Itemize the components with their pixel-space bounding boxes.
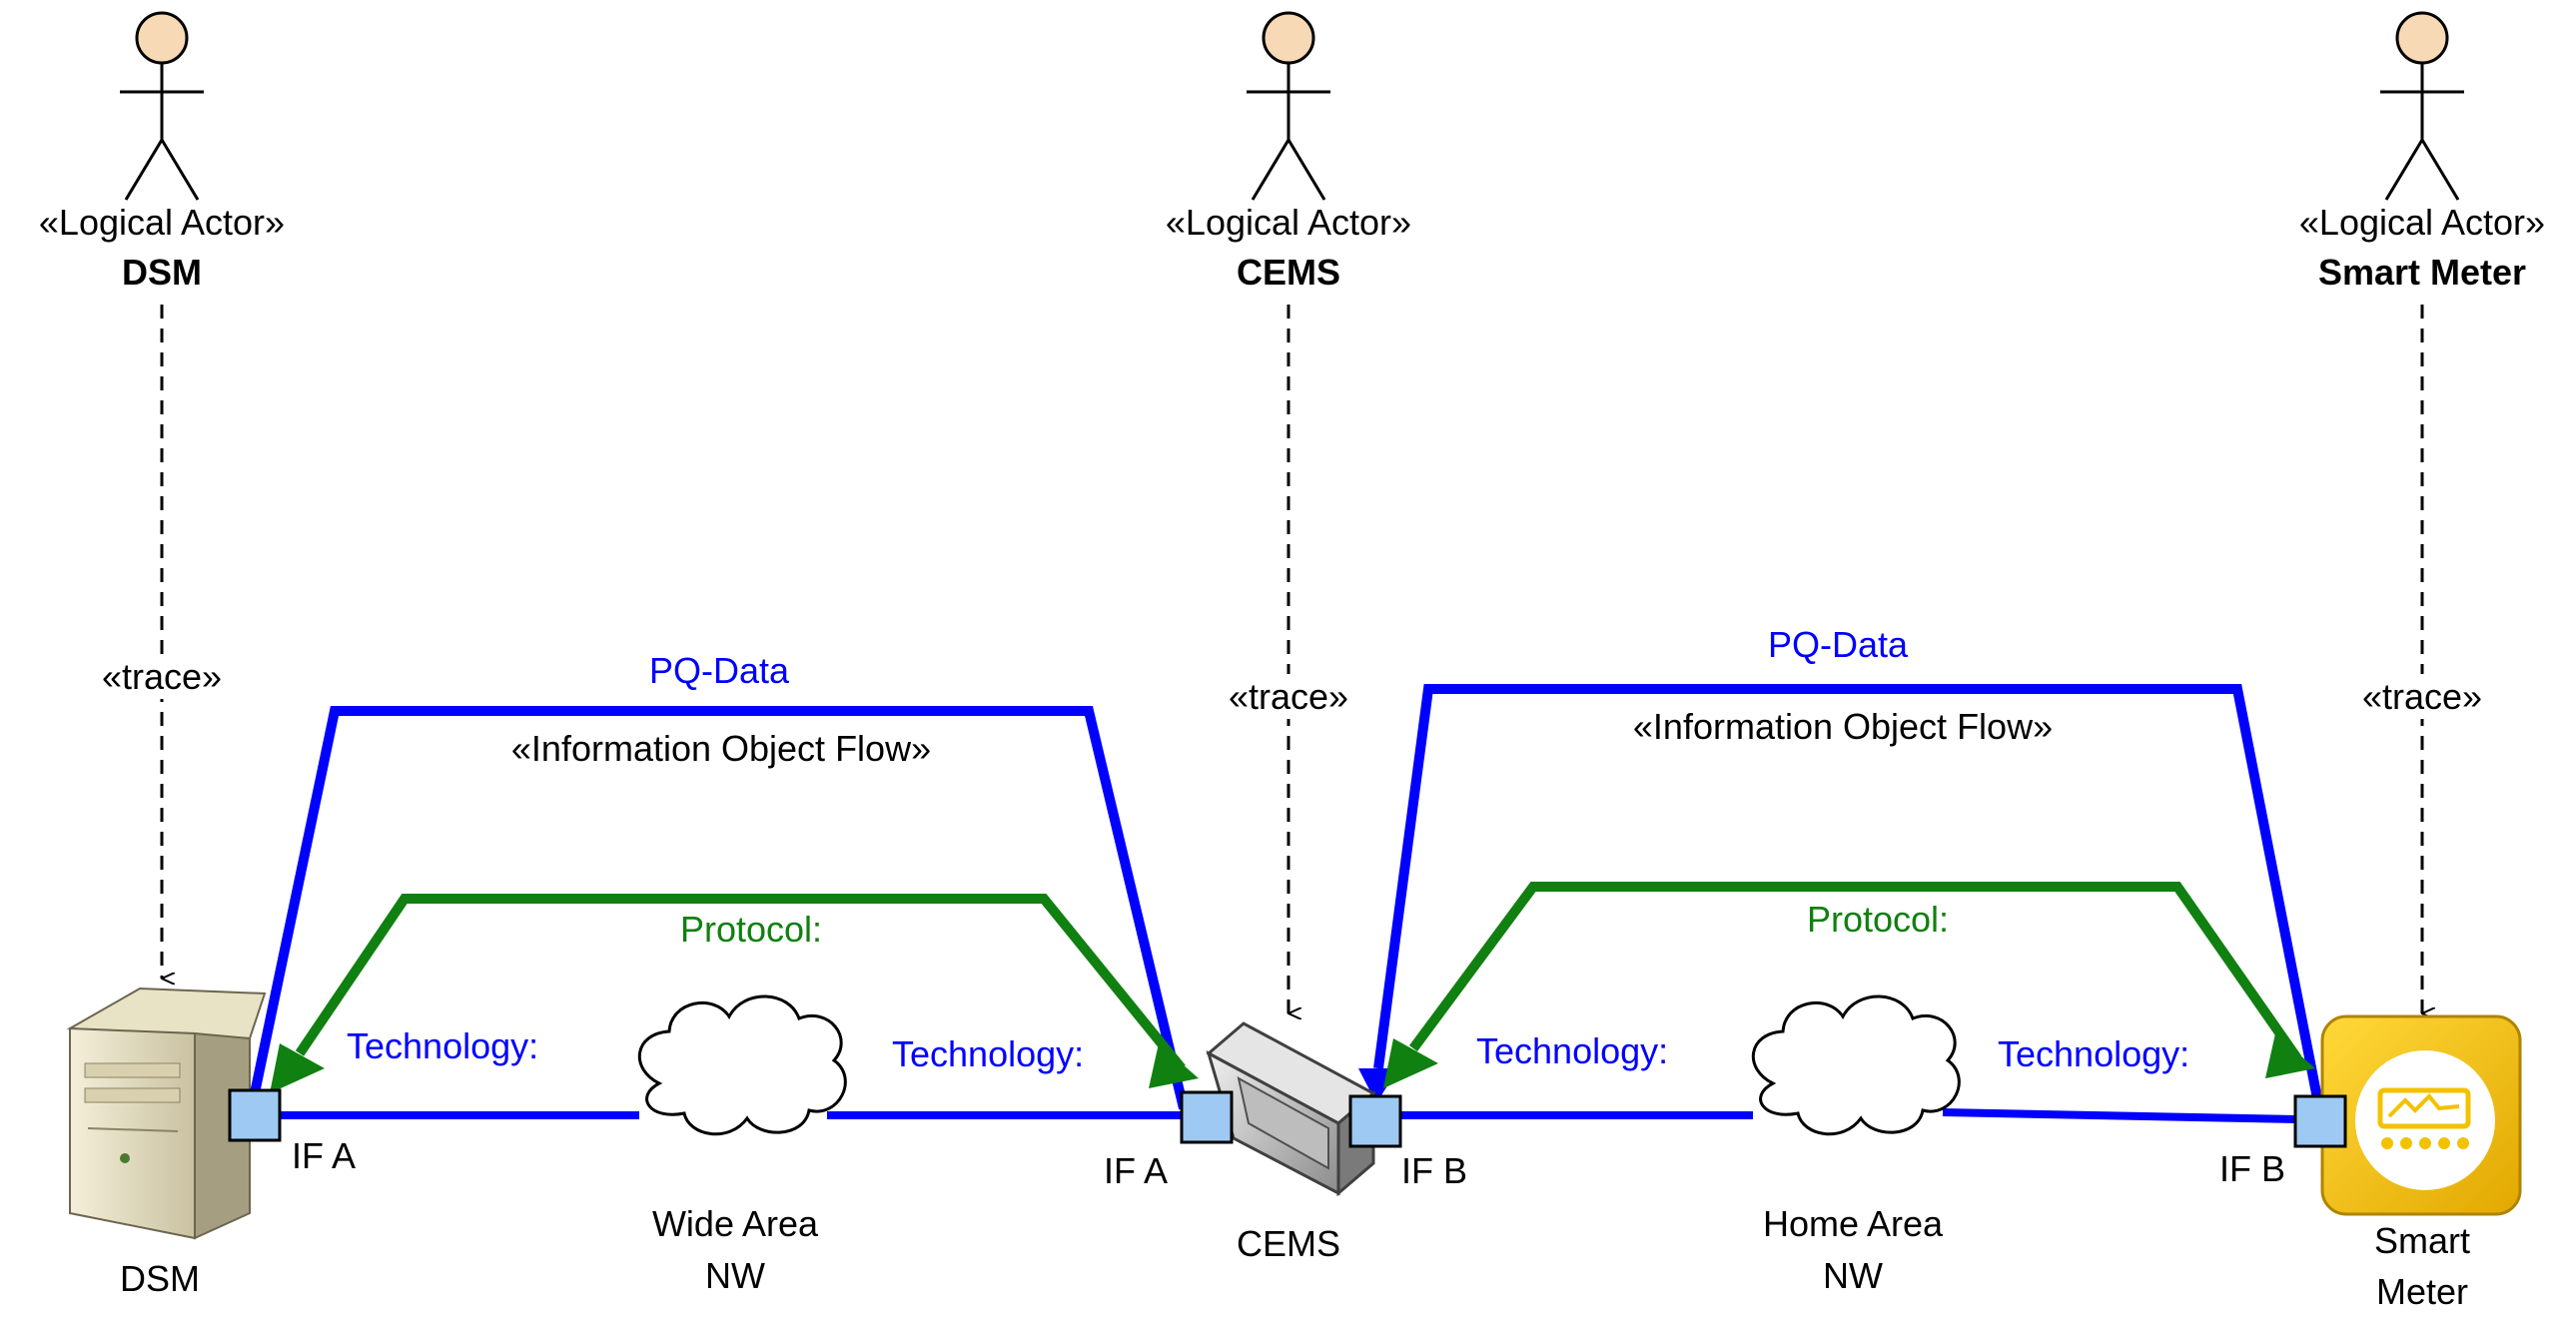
- protocol-arrowhead: [1383, 1038, 1438, 1088]
- actor-name: DSM: [122, 252, 202, 293]
- trace-label: «trace»: [1229, 676, 1348, 717]
- protocol-flow-line: [295, 894, 1186, 1072]
- actor-stereotype: «Logical Actor»: [39, 202, 285, 243]
- actor-dsm: «Logical Actor» DSM «trace»: [39, 11, 285, 979]
- cems-device-icon: [1206, 1021, 1376, 1197]
- actor-figure-icon: [2380, 11, 2464, 201]
- cloud-icon: [637, 995, 847, 1136]
- protocol-arrowhead: [2265, 1033, 2315, 1078]
- port-cems-if-a[interactable]: [1180, 1090, 1234, 1144]
- node-label-line2: Meter: [2376, 1271, 2468, 1312]
- smart-meter-node[interactable]: Smart Meter: [2320, 1014, 2522, 1312]
- link-han-meter: [1942, 1108, 2298, 1123]
- cloud-icon: [1751, 995, 1961, 1136]
- protocol-label: Protocol:: [680, 909, 822, 950]
- pq-data-label: PQ-Data: [1768, 624, 1909, 665]
- trace-label-bg: [95, 654, 230, 699]
- wide-area-network[interactable]: Wide Area NW: [637, 995, 847, 1296]
- actor-figure-icon: [1247, 11, 1330, 201]
- interface-ports: IF A IF A IF B IF B: [228, 1088, 2347, 1191]
- technology-label: Technology:: [1476, 1030, 1668, 1071]
- flow-stereotype-label: «Information Object Flow»: [1633, 706, 2053, 747]
- port-label: IF B: [2219, 1148, 2285, 1189]
- port-dsm-if-a[interactable]: [228, 1088, 282, 1142]
- trace-label: «trace»: [2362, 676, 2482, 717]
- flow-stereotype-label: «Information Object Flow»: [511, 728, 931, 769]
- port-label: IF B: [1401, 1150, 1467, 1191]
- network-label-line2: NW: [1823, 1255, 1883, 1296]
- network-links: [275, 1108, 2298, 1123]
- technology-label: Technology:: [347, 1025, 538, 1066]
- actor-figure-icon: [120, 11, 204, 201]
- node-label: DSM: [120, 1258, 200, 1299]
- pq-data-label: PQ-Data: [649, 650, 790, 691]
- node-label-line1: Smart: [2374, 1220, 2470, 1261]
- information-object-flow-left: PQ-Data «Information Object Flow» Protoc…: [240, 650, 1199, 1128]
- smart-meter-icon: [2320, 1014, 2522, 1216]
- port-cems-if-b[interactable]: [1348, 1094, 1402, 1148]
- node-label: CEMS: [1237, 1223, 1340, 1264]
- actor-smart-meter: «Logical Actor» Smart Meter «trace»: [2299, 11, 2545, 1013]
- port-meter-if-b[interactable]: [2293, 1094, 2347, 1148]
- server-icon: [66, 987, 267, 1240]
- dsm-server-node[interactable]: DSM: [66, 987, 267, 1299]
- port-label: IF A: [292, 1135, 356, 1176]
- information-object-flow-right: PQ-Data «Information Object Flow» Protoc…: [1358, 624, 2322, 1103]
- cems-node[interactable]: CEMS: [1206, 1021, 1376, 1264]
- technology-label: Technology:: [892, 1033, 1084, 1074]
- pq-data-flow-line: [1373, 684, 2322, 1099]
- home-area-network[interactable]: Home Area NW: [1751, 995, 1961, 1296]
- protocol-arrowhead: [270, 1043, 325, 1093]
- network-label-line2: NW: [705, 1255, 765, 1296]
- actor-stereotype: «Logical Actor»: [1166, 202, 1411, 243]
- network-label-line1: Home Area: [1763, 1203, 1944, 1244]
- trace-label-bg: [1221, 674, 1355, 719]
- actor-stereotype: «Logical Actor»: [2299, 202, 2545, 243]
- technology-label: Technology:: [1998, 1033, 2189, 1074]
- protocol-flow-line: [1408, 882, 2302, 1061]
- trace-label-bg: [2354, 674, 2489, 719]
- network-label-line1: Wide Area: [652, 1203, 819, 1244]
- actor-cems: «Logical Actor» CEMS «trace»: [1166, 11, 1411, 1013]
- actor-name: Smart Meter: [2318, 252, 2526, 293]
- protocol-label: Protocol:: [1807, 899, 1949, 940]
- pq-data-flow-line: [250, 706, 1189, 1110]
- port-label: IF A: [1104, 1150, 1168, 1191]
- protocol-arrowhead: [1149, 1043, 1199, 1088]
- trace-label: «trace»: [102, 656, 222, 697]
- actor-name: CEMS: [1237, 252, 1340, 293]
